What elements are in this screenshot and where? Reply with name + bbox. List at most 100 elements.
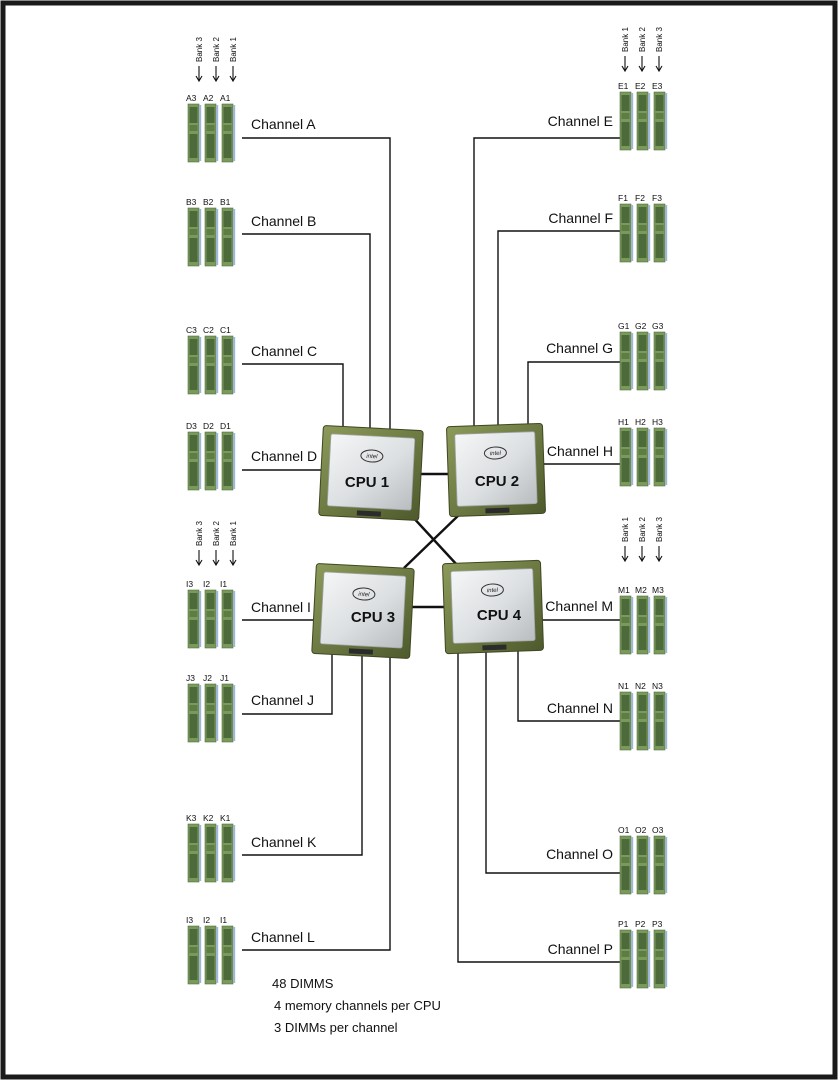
dimm-chip [206, 947, 215, 953]
dimm-chip [655, 599, 664, 615]
dimm-chip [223, 929, 232, 945]
dimm-edge [233, 825, 236, 881]
wire-channel-p [457, 640, 620, 963]
slot-label-c1: C1 [220, 325, 231, 335]
dimm-chip [621, 960, 630, 984]
bank-label-left-top-1: Bank 3 [195, 37, 204, 62]
slot-label-k1: K1 [220, 813, 231, 823]
dimm-o3 [653, 835, 668, 895]
dimm-chip [638, 113, 647, 119]
dimm-group-p [619, 929, 668, 989]
slot-label-j2: J2 [203, 673, 212, 683]
notes-block: 48 DIMMS 4 memory channels per CPU 3 DIM… [272, 976, 441, 1035]
slot-label-p3: P3 [652, 919, 663, 929]
dimm-edge [216, 685, 219, 741]
bank-arrow-left-top-3 [229, 66, 237, 83]
cpu-label-cpu1: CPU 1 [345, 474, 389, 491]
intel-logo-text: intel [490, 451, 502, 457]
dimm-edge [216, 433, 219, 489]
dimm-chip [206, 827, 215, 843]
dimm-g3 [653, 331, 668, 391]
wires [242, 137, 620, 963]
dimm-edge [631, 837, 634, 893]
cpu-cpu4: intel [442, 559, 544, 655]
bank-label-right-bottom-3: Bank 3 [655, 517, 664, 542]
wire-channel-f [497, 230, 620, 432]
wire-channel-j [242, 638, 333, 715]
dimm-chip [189, 929, 198, 945]
wire-channel-g [527, 361, 620, 432]
slot-label-m3: M3 [652, 585, 664, 595]
dimm-g2 [636, 331, 651, 391]
slot-label-n1: N1 [618, 681, 629, 691]
bank-arrow-left-top-1 [195, 66, 203, 83]
dimm-chip [206, 956, 215, 980]
dimm-chip [223, 714, 232, 738]
dimm-chip [206, 107, 215, 123]
dimm-chip [189, 611, 198, 617]
dimm-k1 [221, 823, 236, 883]
dimm-chip [621, 234, 630, 258]
dimm-edge [199, 591, 202, 647]
cpu-interconnects [403, 472, 463, 609]
dimm-chip [638, 431, 647, 447]
dimm-group-i [187, 589, 236, 649]
cpu-heatspreader [454, 431, 538, 507]
cpu-label-cpu2: CPU 2 [475, 473, 519, 490]
bank-arrow-right-bottom-3 [655, 546, 663, 563]
slot-label-a3: A3 [186, 93, 197, 103]
slot-label-c3: C3 [186, 325, 197, 335]
dimm-chip [655, 960, 664, 984]
dimm-chip [206, 453, 215, 459]
dimm-e1 [619, 91, 634, 151]
cpu-notch [356, 510, 381, 517]
dimm-a3 [187, 103, 202, 163]
dimm-group-h [619, 427, 668, 487]
dimm-chip [189, 125, 198, 131]
dimm-chip [206, 125, 215, 131]
dimm-chip [638, 362, 647, 386]
dimm-edge [199, 927, 202, 983]
dimm-chip [638, 458, 647, 482]
dimm-chip [206, 620, 215, 644]
dimm-chip [655, 695, 664, 711]
dimm-chip [655, 449, 664, 455]
dimm-chip [223, 238, 232, 262]
dimm-p2 [636, 929, 651, 989]
wire-channel-c [242, 363, 344, 432]
dimm-chip [655, 113, 664, 119]
dimm-chip [206, 687, 215, 703]
dimm-chip [621, 335, 630, 351]
channel-label-c: Channel C [251, 343, 317, 359]
channel-label-g: Channel G [546, 340, 613, 356]
dimm-edge [631, 93, 634, 149]
dimm-edge [216, 591, 219, 647]
dimm-chip [206, 705, 215, 711]
dimm-edge [199, 337, 202, 393]
dimm-chip [206, 229, 215, 235]
slot-label-o2: O2 [635, 825, 647, 835]
slot-label-h3: H3 [652, 417, 663, 427]
dimm-chip [206, 134, 215, 158]
dimm-chip [655, 458, 664, 482]
dimm-group-n [619, 691, 668, 751]
dimm-c1 [221, 335, 236, 395]
note-channels-per-cpu: 4 memory channels per CPU [274, 998, 441, 1013]
dimm-edge [233, 105, 236, 161]
dimm-edge [199, 105, 202, 161]
dimm-chip [189, 435, 198, 451]
channel-label-k: Channel K [251, 834, 317, 850]
dimm-edge [233, 209, 236, 265]
bank-arrow-right-bottom-2 [638, 546, 646, 563]
dimm-h1 [619, 427, 634, 487]
bank-label-left-top-3: Bank 1 [229, 37, 238, 62]
bank-label-left-bottom-2: Bank 2 [212, 521, 221, 546]
dimm-edge [665, 837, 668, 893]
dimm-chip [621, 951, 630, 957]
dimm-chip [189, 854, 198, 878]
dimm-chip [223, 211, 232, 227]
dimm-group-g [619, 331, 668, 391]
dimm-chip [189, 705, 198, 711]
